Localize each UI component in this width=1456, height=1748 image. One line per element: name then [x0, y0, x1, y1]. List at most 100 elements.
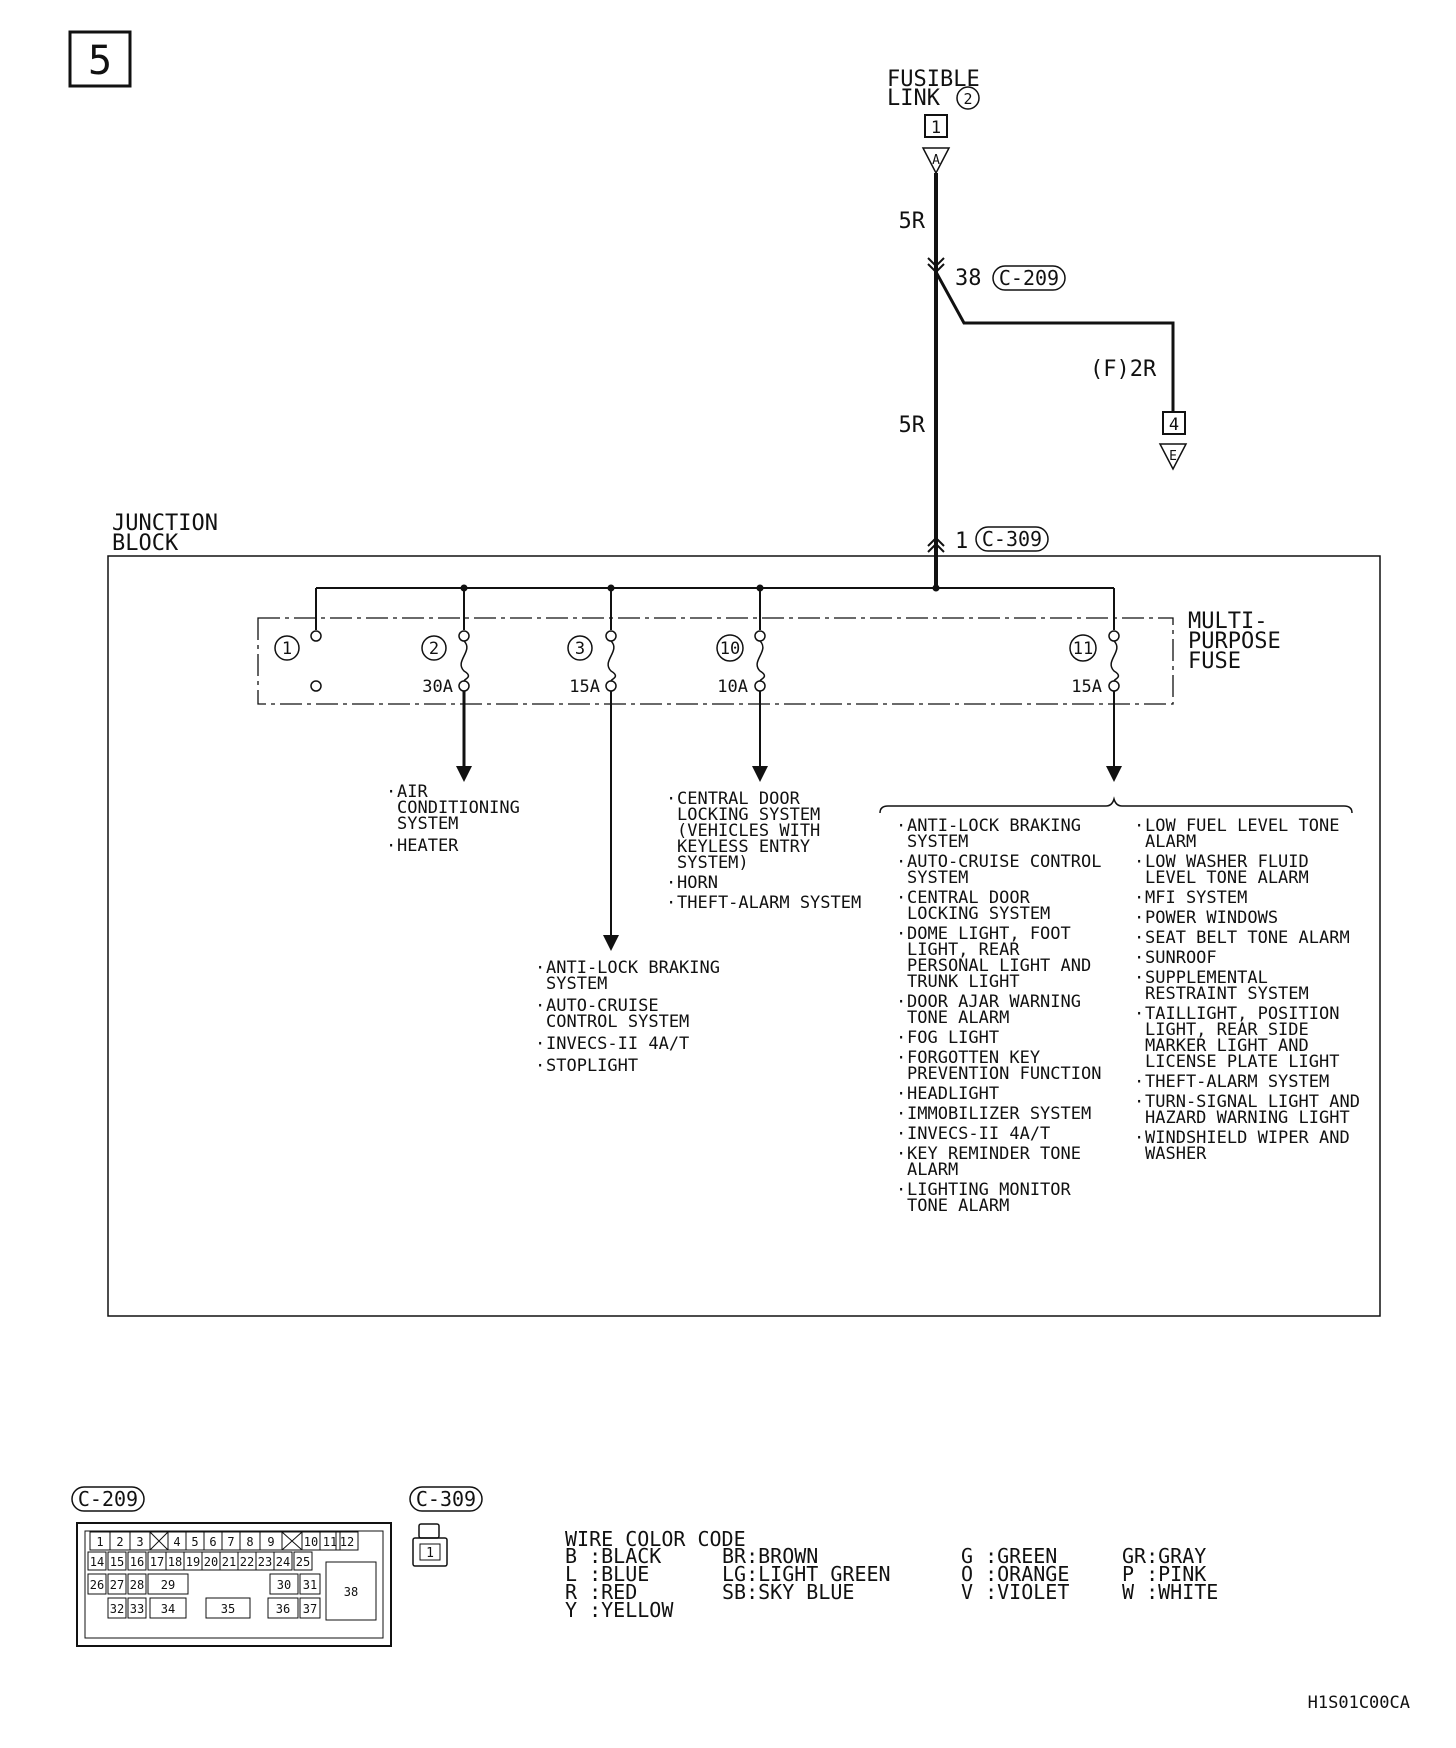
connector-pin-number: 24 — [276, 1555, 290, 1569]
branch-terminal: 4 — [1169, 415, 1179, 435]
connector-pin-cell — [319, 1531, 341, 1551]
load-item: HORN — [677, 873, 718, 893]
bus-junction-dot — [932, 584, 940, 592]
figure-code: H1S01C00CA — [1308, 1693, 1410, 1713]
fuse-2: 2 30A — [421, 588, 472, 782]
connector-pin-number: 5 — [191, 1535, 198, 1549]
connector-pin-number: 2 — [116, 1535, 123, 1549]
load-item: THEFT-ALARM SYSTEM — [1145, 1072, 1329, 1092]
fuse-rating: 15A — [569, 677, 600, 697]
connector-pin-number: 28 — [130, 1578, 144, 1592]
wire-label-upper: 5R — [899, 209, 926, 234]
fusible-link-number: 2 — [963, 90, 972, 108]
list-bullet: · — [535, 958, 545, 978]
list-bullet: · — [896, 1104, 906, 1124]
fuse-number: 10 — [720, 639, 740, 659]
load-item: SEAT BELT TONE ALARM — [1145, 928, 1350, 948]
connector-e-triangle — [1158, 443, 1188, 471]
list-bullet: · — [535, 996, 545, 1016]
connector-pin-cell — [299, 1573, 321, 1595]
wire-color-entry: O :ORANGE — [961, 1562, 1069, 1586]
connector-pin-number: 25 — [296, 1555, 310, 1569]
wire-color-entry: V :VIOLET — [961, 1580, 1069, 1604]
wire-color-entry: W :WHITE — [1122, 1580, 1218, 1604]
c309-connector-face: 1 — [412, 1523, 448, 1567]
list-bullet: · — [1134, 948, 1144, 968]
connector-pin-number: 30 — [277, 1578, 291, 1592]
connector-pin-cell — [325, 1561, 377, 1621]
wire-color-entry: G :GREEN — [961, 1544, 1057, 1568]
splice-connector: C-209 — [999, 266, 1059, 290]
list-bullet: · — [535, 1034, 545, 1054]
list-bullet: · — [666, 873, 676, 893]
connector-pin-number: 3 — [136, 1535, 143, 1549]
wire-color-entry: LG:LIGHT GREEN — [722, 1562, 891, 1586]
junction-block-label: JUNCTION — [112, 511, 218, 536]
list-bullet: · — [1134, 968, 1144, 988]
fusible-link-terminal: 1 — [931, 118, 941, 138]
load-item: STOPLIGHT — [546, 1056, 638, 1076]
list-bullet: · — [896, 992, 906, 1012]
connector-pin-number: 22 — [240, 1555, 254, 1569]
list-bullet: · — [386, 836, 396, 856]
c309-label: C-309 — [416, 1487, 476, 1511]
list-bullet: · — [1134, 1092, 1144, 1112]
connector-pin-cell — [107, 1573, 127, 1595]
connector-pin-number: 15 — [110, 1555, 124, 1569]
list-bullet: · — [1134, 1072, 1144, 1092]
input-chevron — [927, 536, 945, 553]
load-item: FOG LIGHT — [907, 1028, 999, 1048]
connector-a-triangle — [921, 147, 951, 175]
connector-pin-cell — [127, 1573, 147, 1595]
wire-color-code-title: WIRE COLOR CODE — [565, 1527, 746, 1551]
connector-pin-number: 38 — [344, 1585, 358, 1599]
wire-color-entry: Y :YELLOW — [565, 1598, 674, 1622]
connector-pin-number: 16 — [130, 1555, 144, 1569]
splice-connector-pill — [992, 265, 1066, 291]
connector-pin-number: 31 — [303, 1578, 317, 1592]
blank-pin-mark — [149, 1531, 169, 1551]
connector-pin-cell — [107, 1597, 127, 1619]
list-bullet: · — [386, 782, 396, 802]
connector-pin-number: 19 — [186, 1555, 200, 1569]
c209-label-pill — [71, 1486, 145, 1512]
list-bullet: · — [896, 1124, 906, 1144]
list-bullet: · — [1134, 928, 1144, 948]
list-bullet: · — [896, 1180, 906, 1200]
list-bullet: · — [896, 816, 906, 836]
c309-label-pill — [409, 1486, 483, 1512]
connector-pin-cell — [87, 1573, 107, 1595]
load-item: IMMOBILIZER SYSTEM — [907, 1104, 1091, 1124]
wire-color-entry: BR:BROWN — [722, 1544, 818, 1568]
load-item: INVECS-II 4A/T — [546, 1034, 689, 1054]
multi-purpose-fuse-label-3: FUSE — [1188, 649, 1241, 674]
connector-pin-number: 7 — [227, 1535, 234, 1549]
connector-pin-number: 17 — [150, 1555, 164, 1569]
connector-pin-number: 27 — [110, 1578, 124, 1592]
connector-pin-cell — [299, 1597, 321, 1619]
load-item: MFI SYSTEM — [1145, 888, 1247, 908]
connector-pin-cell — [87, 1551, 107, 1571]
connector-pin-number: 32 — [110, 1602, 124, 1616]
branch-wire — [934, 271, 1175, 412]
junction-block-label-2: BLOCK — [112, 531, 179, 556]
fusible-link-label-2: LINK — [887, 86, 941, 111]
connector-pin-cell — [147, 1573, 189, 1595]
list-bullet: · — [1134, 1004, 1144, 1024]
connector-pin-number: 20 — [204, 1555, 218, 1569]
